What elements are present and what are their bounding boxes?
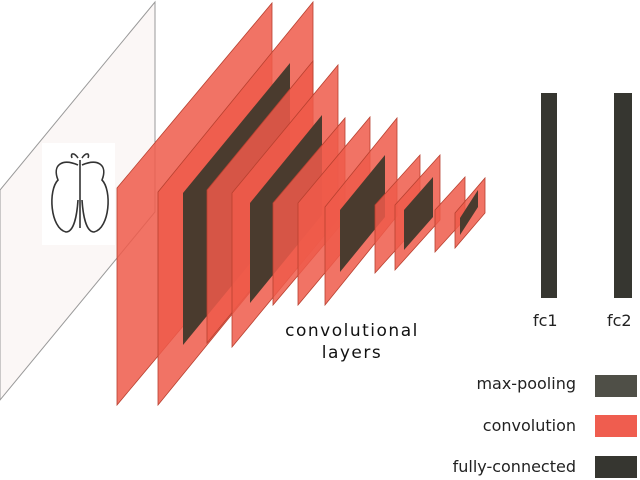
convolutional-layers-label: convolutional layers xyxy=(262,320,442,364)
fc2-label: fc2 xyxy=(607,311,632,330)
layers-label-line1: convolutional xyxy=(285,321,419,341)
legend-label-convolution: convolution xyxy=(482,416,576,435)
legend-label-max-pooling: max-pooling xyxy=(476,374,576,393)
fc1-bar xyxy=(541,93,557,298)
layers-label-line2: layers xyxy=(321,343,383,363)
fc1-label: fc1 xyxy=(533,311,558,330)
legend-swatch-max-pooling xyxy=(595,375,637,397)
input-image xyxy=(42,143,115,245)
fc2-bar xyxy=(614,93,632,298)
max-pooling-plane xyxy=(404,177,433,250)
legend-label-fully-connected: fully-connected xyxy=(452,457,576,476)
legend-swatch-convolution xyxy=(595,415,637,437)
butterfly-icon xyxy=(51,153,109,233)
max-pooling-plane xyxy=(340,155,385,272)
max-pooling-plane xyxy=(460,190,478,235)
legend-swatch-fully-connected xyxy=(595,456,637,478)
